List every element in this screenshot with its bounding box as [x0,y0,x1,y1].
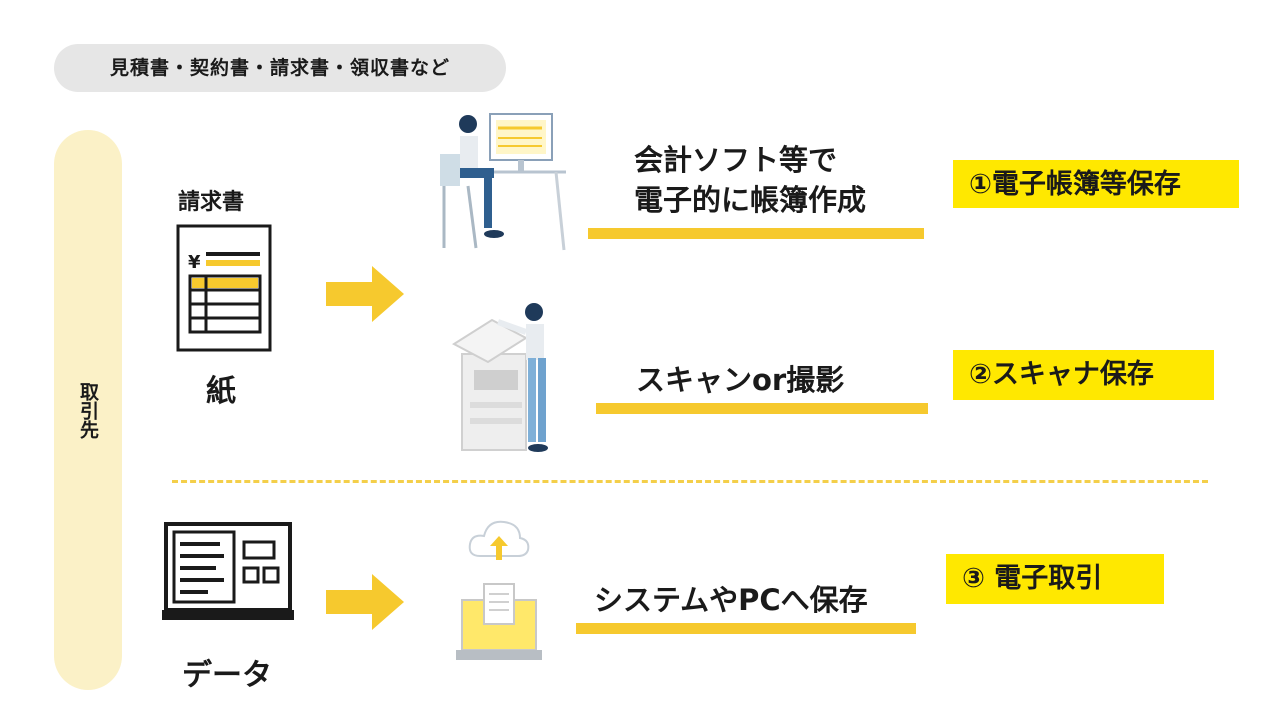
flow3-underline [576,623,916,634]
section-divider [172,480,1208,483]
flow1-action-line1: 会計ソフト等で [634,143,838,177]
flow3-result-badge: ③ 電子取引 [946,554,1164,604]
cloud-upload-icon [468,520,530,560]
laptop-file-icon [456,583,542,660]
invoice-document-icon: ¥ [176,224,272,352]
flow2-action: スキャンor撮影 [636,363,845,397]
flow2-underline [596,403,928,414]
counterparty-band [54,130,122,690]
invoice-label: 請求書 [178,190,245,215]
counterparty-label: 取引先 [77,381,99,439]
arrow-right-icon [326,574,404,630]
arrow-right-icon [326,266,404,322]
desk-worker-illustration [440,113,566,251]
svg-text:¥: ¥ [188,252,201,273]
paper-label: 紙 [206,374,236,409]
flow1-underline [588,228,924,239]
flow2-result-badge: ②スキャナ保存 [953,350,1214,400]
laptop-data-icon [162,522,294,620]
scanner-worker-illustration [452,303,548,452]
data-label: データ [182,658,272,693]
flow1-action: 会計ソフト等で 電子的に帳簿作成 [634,140,866,220]
flow1-action-line2: 電子的に帳簿作成 [634,183,867,217]
document-types-pill: 見積書・契約書・請求書・領収書など [54,44,506,92]
flow1-result-badge: ①電子帳簿等保存 [953,160,1239,208]
flow3-action: システムやPCへ保存 [594,583,868,617]
